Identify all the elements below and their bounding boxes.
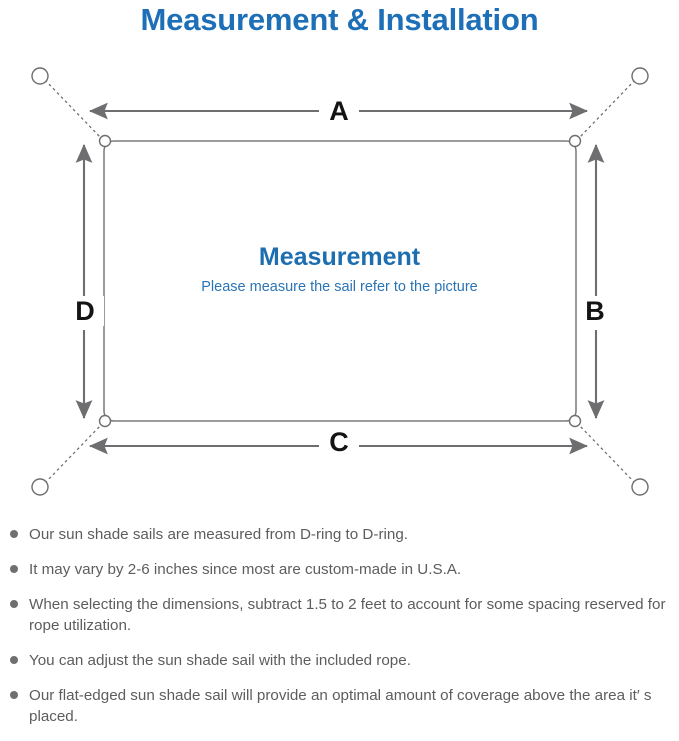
note-text: When selecting the dimensions, subtract …	[29, 596, 666, 634]
anchor-ring-top-right	[631, 67, 649, 85]
page-title: Measurement & Installation	[140, 2, 539, 37]
anchor-ring-bottom-left	[31, 478, 49, 496]
sail-shape	[103, 140, 577, 422]
dimension-label-c: C	[319, 427, 359, 457]
note-text: It may vary by 2-6 inches since most are…	[29, 561, 462, 578]
rope-top-right	[578, 79, 636, 139]
d-ring-top-right	[568, 134, 582, 148]
rope-top-left	[44, 79, 102, 139]
note-text: Our sun shade sails are measured from D-…	[29, 526, 408, 543]
anchor-ring-top-left	[31, 67, 49, 85]
list-item: Our flat-edged sun shade sail will provi…	[0, 685, 679, 727]
dimension-arrows	[75, 102, 605, 455]
notes-list: Our sun shade sails are measured from D-…	[0, 524, 679, 741]
dimension-label-b: B	[577, 296, 613, 326]
bullet-icon	[10, 600, 18, 608]
bullet-icon	[10, 530, 18, 538]
rope-bottom-right	[578, 424, 636, 484]
list-item: When selecting the dimensions, subtract …	[0, 594, 679, 636]
list-item: Our sun shade sails are measured from D-…	[0, 524, 679, 545]
anchor-ring-bottom-right	[631, 478, 649, 496]
list-item: It may vary by 2-6 inches since most are…	[0, 559, 679, 580]
rope-lines	[44, 79, 636, 484]
rope-bottom-left	[44, 424, 102, 484]
measurement-diagram: Measurement Please measure the sail refe…	[0, 44, 679, 520]
list-item: You can adjust the sun shade sail with t…	[0, 650, 679, 671]
d-ring-bottom-left	[98, 414, 112, 428]
anchor-rings	[31, 67, 649, 496]
note-text: You can adjust the sun shade sail with t…	[29, 652, 411, 669]
bullet-icon	[10, 691, 18, 699]
dimension-label-d: D	[66, 296, 104, 326]
dimension-label-a: A	[319, 96, 359, 126]
d-ring-bottom-right	[568, 414, 582, 428]
diagram-svg	[31, 67, 649, 496]
bullet-icon	[10, 656, 18, 664]
d-rings	[98, 134, 582, 428]
bullet-icon	[10, 565, 18, 573]
d-ring-top-left	[98, 134, 112, 148]
note-text: Our flat-edged sun shade sail will provi…	[29, 687, 652, 725]
